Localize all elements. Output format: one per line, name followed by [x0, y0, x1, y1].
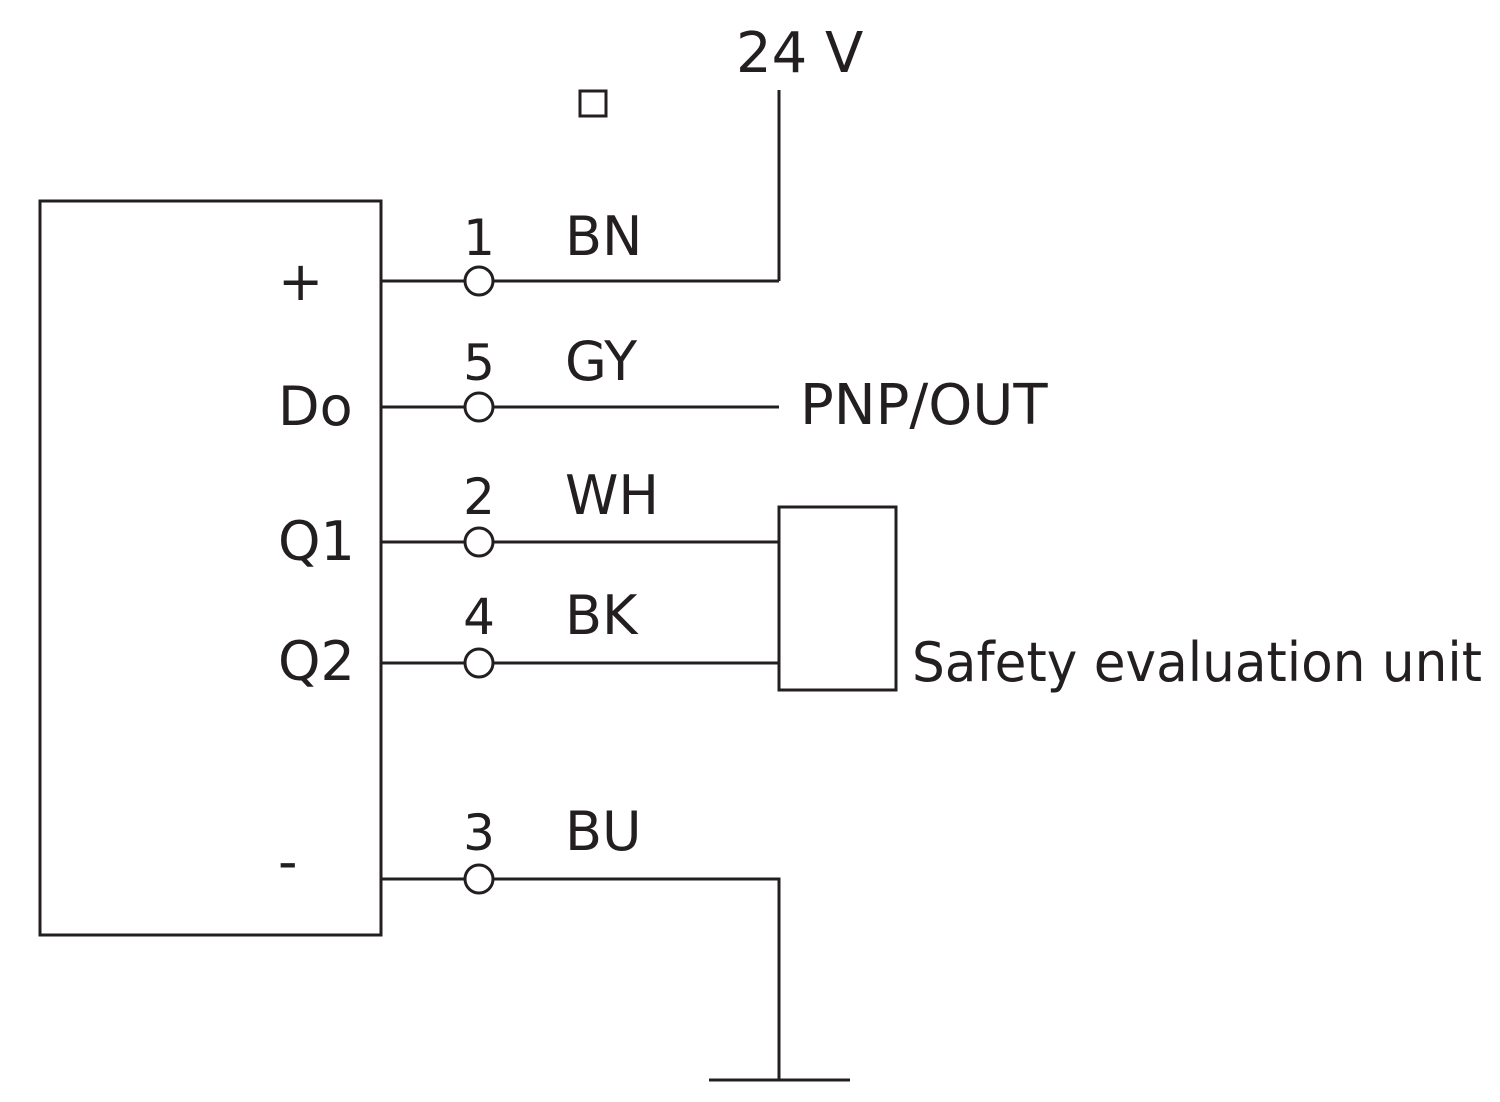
output-label: PNP/OUT	[800, 373, 1048, 438]
terminal-2	[463, 526, 495, 558]
device-pin-plus: +	[278, 250, 323, 313]
supply-voltage-label: 24 V	[736, 21, 863, 86]
pin-number-4: 4	[463, 588, 495, 646]
device-pin-q1: Q1	[278, 510, 355, 573]
pin-number-1: 1	[463, 209, 495, 267]
terminal-1	[463, 265, 495, 297]
wire-color-bn: BN	[565, 205, 642, 268]
device-pin-minus: -	[278, 830, 298, 893]
wire-color-bk: BK	[565, 584, 639, 647]
terminal-5	[463, 391, 495, 423]
safety-evaluation-unit-box	[777, 505, 898, 692]
safety-evaluation-unit-label: Safety evaluation unit	[912, 631, 1482, 694]
device-pin-do: Do	[278, 375, 353, 438]
wire-bu	[381, 877, 781, 1080]
device-pin-q2: Q2	[278, 630, 355, 693]
pin-number-3: 3	[463, 804, 495, 862]
wire-color-wh: WH	[565, 464, 659, 527]
wire-color-gy: GY	[565, 330, 638, 393]
terminal-4	[463, 647, 495, 679]
sensor-device-box	[38, 199, 383, 937]
pin-number-5: 5	[463, 334, 495, 392]
pin-number-2: 2	[463, 468, 495, 526]
terminal-3	[463, 863, 495, 895]
marker-square	[578, 89, 608, 118]
wire-color-bu: BU	[565, 800, 642, 863]
